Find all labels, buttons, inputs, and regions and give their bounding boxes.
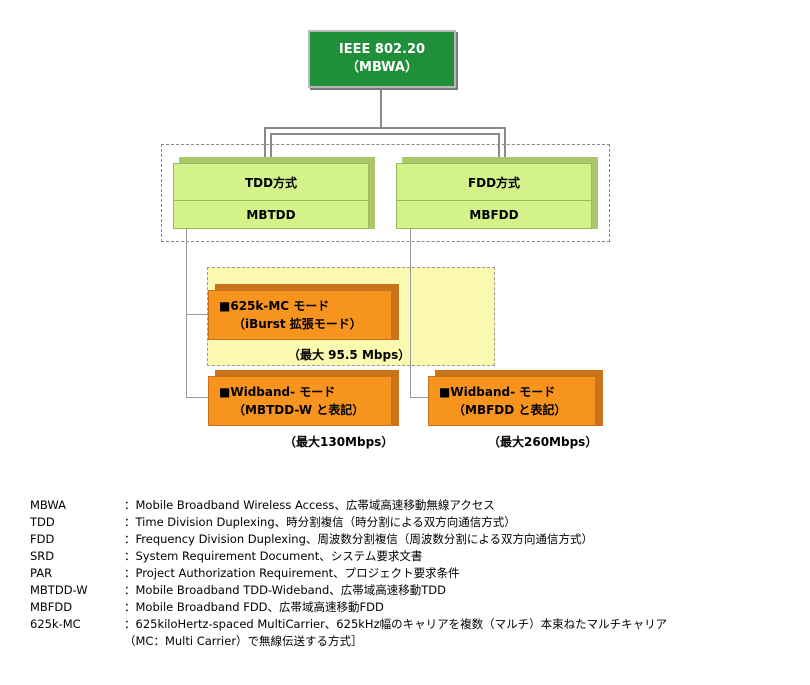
legend-term: FDD	[30, 532, 55, 546]
mode-625-line2: （iBurst 拡張モード）	[233, 317, 362, 331]
legend-row: FDD ：Frequency Division Duplexing、周波数分割複…	[30, 531, 667, 548]
legend-desc: ：System Requirement Document、システム要求文書	[124, 549, 423, 563]
connector-fdd-to-wide	[410, 397, 430, 398]
root-node-ieee: IEEE 802.20 （MBWA）	[308, 30, 456, 88]
connector-tdd-to-625	[186, 314, 208, 315]
legend-desc: ：Mobile Broadband TDD-Wideband、広帯域高速移動TD…	[124, 583, 446, 597]
legend-term: PAR	[30, 566, 53, 580]
legend-desc: ：Frequency Division Duplexing、周波数分割複信（周波…	[124, 532, 594, 546]
abbreviation-legend: MBWA ：Mobile Broadband Wireless Access、広…	[30, 497, 667, 650]
legend-desc: ：Mobile Broadband FDD、広帯域高速移動FDD	[124, 600, 384, 614]
wideband-fdd-node: ■Widband- モード （MBFDD と表記）	[428, 376, 596, 426]
mode-625-speed: （最大 95.5 Mbps）	[288, 348, 411, 362]
legend-row: 625k-MC ：625kiloHertz-spaced MultiCarrie…	[30, 616, 667, 633]
connector-fdd-down	[504, 127, 506, 157]
wideband-fdd-line1: ■Widband- モード	[439, 385, 556, 399]
legend-term: MBTDD-W	[30, 583, 88, 597]
legend-term: 625k-MC	[30, 617, 81, 631]
connector-fdd-branch	[410, 226, 411, 398]
legend-row: SRD ：System Requirement Document、システム要求文…	[30, 548, 667, 565]
legend-term: MBWA	[30, 498, 67, 512]
connector-horizontal-2	[270, 133, 498, 135]
connector-tdd-down	[264, 127, 266, 157]
fdd-sub: MBFDD	[469, 208, 519, 222]
legend-desc: ：Time Division Duplexing、時分割複信（時分割による双方向…	[124, 515, 516, 529]
legend-continuation: （MC：Multi Carrier）で無線伝送する方式］	[124, 634, 363, 648]
tdd-title: TDD方式	[174, 164, 368, 201]
tdd-sub: MBTDD	[246, 208, 296, 222]
legend-row: MBWA ：Mobile Broadband Wireless Access、広…	[30, 497, 667, 514]
mode-625-node: ■625k-MC モード （iBurst 拡張モード）	[208, 290, 392, 340]
wideband-tdd-node: ■Widband- モード （MBTDD-W と表記）	[208, 376, 392, 426]
connector-fdd-down-2	[498, 133, 500, 157]
fdd-title: FDD方式	[397, 164, 591, 201]
legend-row: PAR ：Project Authorization Requirement、プ…	[30, 565, 667, 582]
method-group-frame	[161, 144, 610, 242]
tdd-node: TDD方式 MBTDD	[173, 163, 369, 229]
wideband-fdd-line2: （MBFDD と表記）	[453, 403, 567, 417]
legend-term: TDD	[30, 515, 55, 529]
wideband-tdd-line2: （MBTDD-W と表記）	[233, 403, 365, 417]
legend-row: TDD ：Time Division Duplexing、時分割複信（時分割によ…	[30, 514, 667, 531]
root-line2: （MBWA）	[346, 60, 418, 75]
wideband-fdd-speed: （最大260Mbps）	[488, 435, 598, 449]
connector-tdd-branch	[186, 226, 187, 398]
connector-root-down	[380, 88, 382, 128]
mode-625-line1: ■625k-MC モード	[219, 299, 330, 313]
legend-desc: ：625kiloHertz-spaced MultiCarrier、625kHz…	[124, 617, 668, 631]
wideband-tdd-speed: （最大130Mbps）	[284, 435, 394, 449]
wideband-tdd-line1: ■Widband- モード	[219, 385, 336, 399]
legend-desc: ：Mobile Broadband Wireless Access、広帯域高速移…	[124, 498, 495, 512]
fdd-node: FDD方式 MBFDD	[396, 163, 592, 229]
legend-row: MBFDD ：Mobile Broadband FDD、広帯域高速移動FDD	[30, 599, 667, 616]
connector-tdd-to-wide	[186, 397, 208, 398]
legend-term: SRD	[30, 549, 55, 563]
legend-term: MBFDD	[30, 600, 73, 614]
legend-row: MBTDD-W ：Mobile Broadband TDD-Wideband、広…	[30, 582, 667, 599]
connector-horizontal	[264, 127, 504, 129]
connector-tdd-down-2	[270, 133, 272, 157]
root-line1: IEEE 802.20	[338, 42, 426, 57]
legend-desc: ：Project Authorization Requirement、プロジェク…	[124, 566, 460, 580]
